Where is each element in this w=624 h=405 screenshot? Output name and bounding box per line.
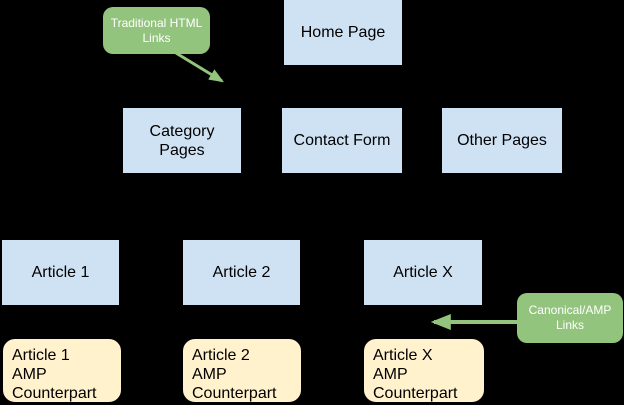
callout-traditional-html-links: Traditional HTML Links — [103, 7, 210, 54]
node-category-pages-label: Category Pages — [149, 122, 215, 159]
callout-traditional-html-links-label: Traditional HTML Links — [110, 15, 203, 45]
node-article-x: Article X — [363, 239, 483, 306]
traditional-links-arrow — [175, 51, 225, 83]
node-other-pages-label: Other Pages — [457, 132, 547, 149]
callout-canonical-amp-links-label: Canonical/AMP Links — [528, 303, 612, 332]
node-article-x-amp-label: Article X AMP Counterpart — [373, 347, 458, 402]
node-other-pages: Other Pages — [441, 107, 563, 174]
node-category-pages: Category Pages — [122, 107, 242, 174]
node-contact-form-label: Contact Form — [293, 132, 391, 149]
callout-canonical-amp-links: Canonical/AMP Links — [517, 293, 623, 343]
node-home-page: Home Page — [283, 0, 403, 66]
node-article-1-label: Article 1 — [31, 264, 90, 281]
node-article-2-amp-counterpart: Article 2 AMP Counterpart — [182, 338, 302, 403]
node-contact-form: Contact Form — [281, 107, 403, 174]
node-article-1-amp-counterpart: Article 1 AMP Counterpart — [2, 338, 122, 403]
node-home-page-label: Home Page — [300, 23, 386, 41]
node-article-2-amp-label: Article 2 AMP Counterpart — [192, 347, 277, 402]
node-article-1: Article 1 — [1, 239, 120, 306]
node-article-1-amp-label: Article 1 AMP Counterpart — [12, 347, 97, 402]
node-article-2-label: Article 2 — [212, 264, 271, 281]
node-article-2: Article 2 — [182, 239, 301, 306]
node-article-x-amp-counterpart: Article X AMP Counterpart — [363, 338, 485, 403]
node-article-x-label: Article X — [393, 264, 453, 281]
